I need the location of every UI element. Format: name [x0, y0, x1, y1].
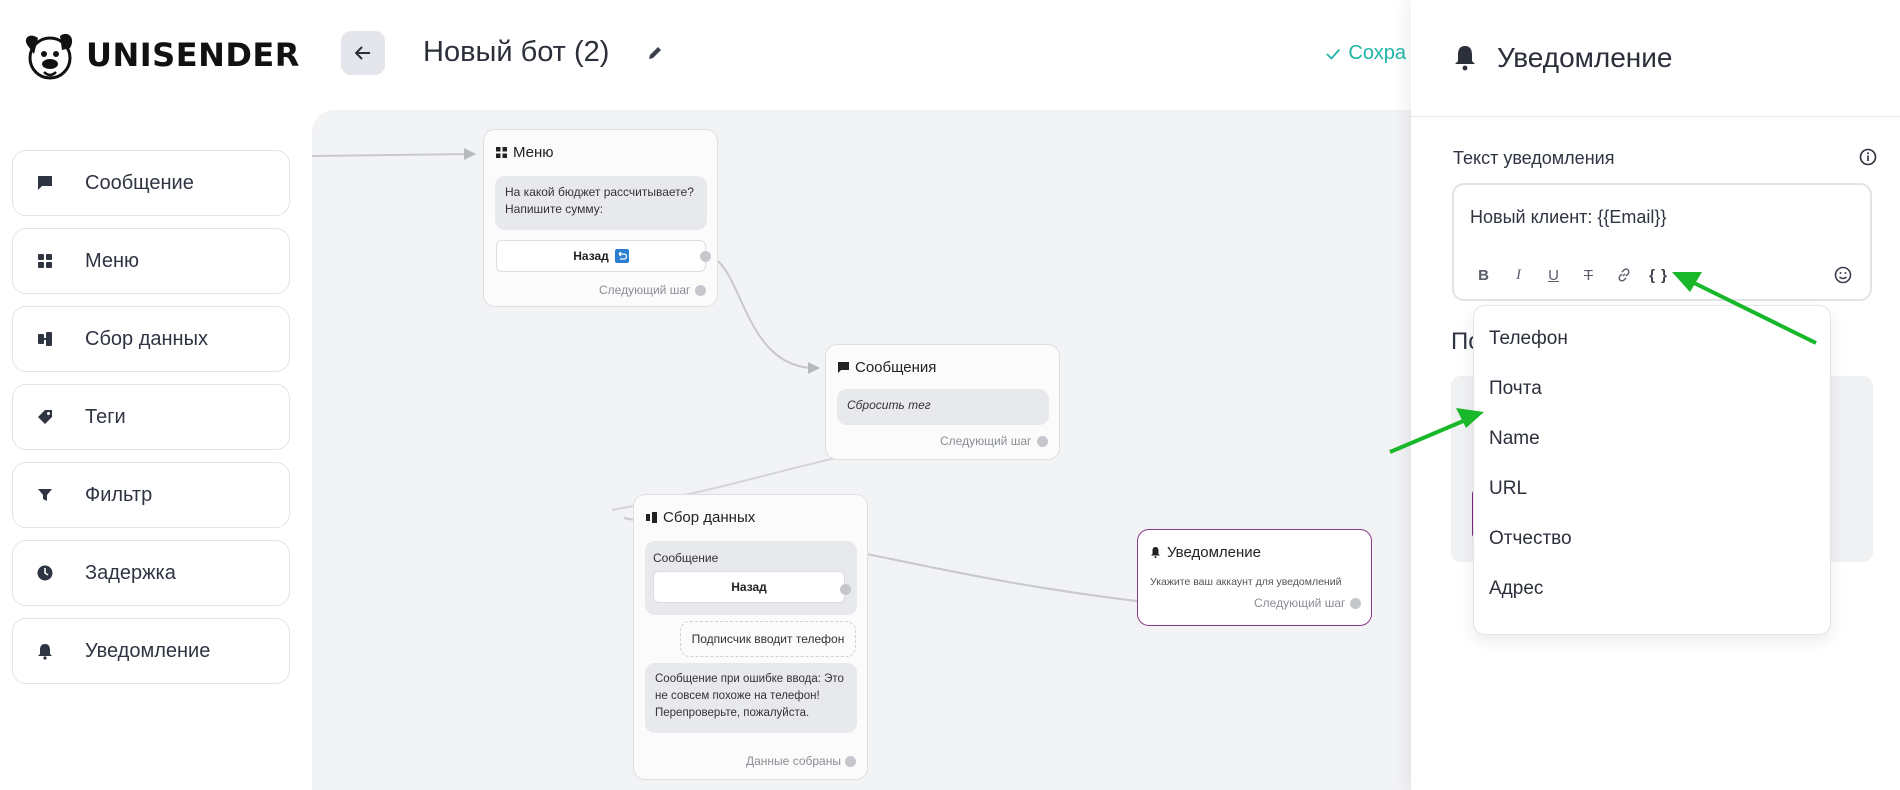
chat-icon — [838, 362, 849, 373]
variable-option-name[interactable]: Name — [1489, 428, 1540, 449]
grid-icon — [496, 147, 507, 158]
clock-icon — [35, 563, 55, 583]
notification-text-editor[interactable]: Новый клиент: {{Email}} B I U T { } — [1452, 183, 1872, 301]
italic-button[interactable]: I — [1516, 266, 1521, 283]
section-label: Сообщение — [653, 551, 719, 565]
blocks-sidebar: Сообщение Меню Сбор данных Теги Фильтр З… — [12, 150, 290, 696]
data-collection-node[interactable]: Сбор данных Сообщение Назад Подписчик вв… — [633, 494, 868, 780]
menu-node[interactable]: Меню На какой бюджет рассчитываете? Напи… — [483, 129, 718, 307]
sidebar-item-notification[interactable]: Уведомление — [12, 618, 290, 684]
variables-dropdown: Телефон Почта Name URL Отчество Адрес — [1473, 305, 1831, 635]
done-label: Данные собраны — [746, 754, 841, 768]
panel-header: Уведомление — [1411, 0, 1900, 117]
back-button[interactable] — [341, 31, 385, 75]
notification-node[interactable]: Уведомление Укажите ваш аккаунт для увед… — [1137, 529, 1372, 626]
next-step-label: Следующий шаг — [599, 283, 691, 297]
node-title: Меню — [513, 144, 554, 161]
next-step-label: Следующий шаг — [940, 434, 1032, 448]
emoji-button[interactable] — [1825, 261, 1860, 289]
node-title: Сообщения — [855, 359, 937, 376]
notification-text-label: Текст уведомления — [1453, 148, 1615, 168]
sidebar-item-delay[interactable]: Задержка — [12, 540, 290, 606]
connector-dot[interactable] — [845, 756, 856, 767]
logo-text: UNISENDER — [86, 36, 300, 74]
error-message: Сообщение при ошибке ввода: Это не совсе… — [645, 663, 857, 733]
return-arrow-icon — [614, 249, 629, 263]
notification-settings-panel: Уведомление Текст уведомления По Новый к… — [1411, 0, 1900, 790]
connector-dot[interactable] — [695, 285, 706, 296]
sidebar-item-label: Теги — [85, 405, 126, 428]
button-label: Назад — [573, 249, 609, 263]
variable-option-phone[interactable]: Телефон — [1489, 328, 1568, 349]
tag-icon — [35, 407, 55, 427]
sidebar-item-filter[interactable]: Фильтр — [12, 462, 290, 528]
smile-icon — [1834, 266, 1851, 284]
bell-icon — [1455, 46, 1475, 71]
unisender-logo[interactable]: UNISENDER — [20, 28, 300, 82]
variable-option-patronymic[interactable]: Отчество — [1489, 528, 1572, 549]
variable-option-url[interactable]: URL — [1489, 478, 1528, 499]
link-icon — [1617, 268, 1630, 282]
sidebar-item-label: Сообщение — [85, 171, 194, 194]
sidebar-item-data-collection[interactable]: Сбор данных — [12, 306, 290, 372]
strikethrough-button[interactable]: T — [1583, 266, 1594, 284]
editor-value: Новый клиент: {{Email}} — [1470, 207, 1667, 227]
bold-button[interactable]: B — [1478, 266, 1489, 284]
connector-dot[interactable] — [1037, 436, 1048, 447]
editor-toolbar: B I U T { } — [1466, 261, 1860, 289]
data-collection-icon — [35, 329, 55, 349]
bell-icon — [1150, 547, 1161, 558]
info-icon[interactable] — [1859, 148, 1877, 166]
variable-option-address[interactable]: Адрес — [1489, 578, 1544, 599]
next-step-label: Следующий шаг — [1254, 596, 1346, 610]
data-collection-icon — [646, 512, 657, 523]
connector-dot[interactable] — [700, 251, 711, 262]
sidebar-item-label: Уведомление — [85, 639, 211, 662]
connector-dot[interactable] — [1350, 598, 1361, 609]
node-message: Сбросить тег — [837, 389, 1049, 425]
grid-icon — [35, 251, 55, 271]
sidebar-item-menu[interactable]: Меню — [12, 228, 290, 294]
input-hint: Подписчик вводит телефон — [680, 621, 856, 657]
data-message-card: Сообщение Назад — [645, 541, 857, 615]
filter-icon — [35, 485, 55, 505]
sidebar-item-message[interactable]: Сообщение — [12, 150, 290, 216]
save-status: Сохра — [1326, 42, 1406, 65]
sidebar-item-label: Задержка — [85, 561, 176, 584]
underline-button[interactable]: U — [1548, 266, 1559, 284]
check-icon — [1326, 48, 1341, 60]
save-status-text: Сохра — [1348, 42, 1406, 64]
flow-canvas[interactable]: Меню На какой бюджет рассчитываете? Напи… — [312, 110, 1412, 790]
connector-dot[interactable] — [840, 584, 851, 595]
menu-back-button[interactable]: Назад — [496, 240, 706, 272]
node-title: Уведомление — [1167, 544, 1262, 561]
sidebar-item-label: Сбор данных — [85, 327, 208, 350]
dog-mascot-icon — [25, 33, 73, 80]
chat-icon — [35, 173, 55, 193]
variable-option-email[interactable]: Почта — [1489, 378, 1542, 399]
sidebar-item-label: Меню — [85, 249, 140, 272]
arrow-left-icon — [355, 46, 370, 60]
bell-icon — [35, 641, 55, 661]
node-title: Сбор данных — [663, 509, 756, 526]
data-back-button[interactable]: Назад — [653, 571, 845, 603]
sidebar-item-tags[interactable]: Теги — [12, 384, 290, 450]
notify-hint: Укажите ваш аккаунт для уведомлений — [1150, 576, 1342, 588]
button-label: Назад — [731, 580, 767, 594]
link-button[interactable] — [1606, 261, 1641, 289]
bot-title: Новый бот (2) — [423, 36, 610, 68]
panel-title: Уведомление — [1497, 42, 1673, 73]
sidebar-item-label: Фильтр — [85, 483, 153, 506]
messages-node[interactable]: Сообщения Сбросить тег Следующий шаг — [825, 344, 1060, 460]
node-message: На какой бюджет рассчитываете? Напишите … — [495, 176, 707, 230]
pencil-icon[interactable] — [646, 44, 664, 62]
variables-button[interactable]: { } — [1649, 266, 1668, 284]
